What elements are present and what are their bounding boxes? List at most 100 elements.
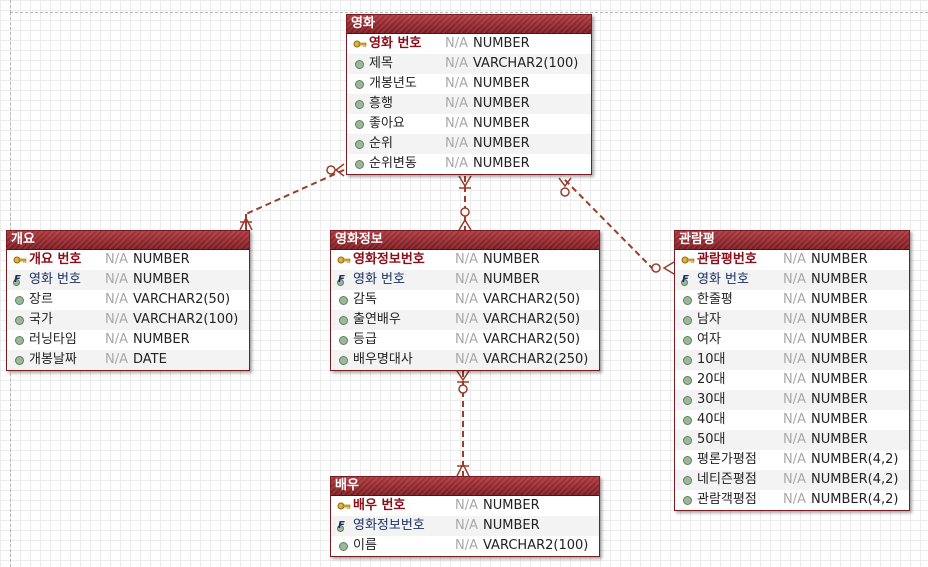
column-dot-icon (353, 54, 367, 74)
column-dot-icon (681, 410, 695, 430)
column-nullability: N/A (445, 156, 468, 171)
column-datatype: NUMBER (811, 332, 868, 347)
column-nullability: N/A (455, 518, 478, 533)
column-dot-icon (681, 430, 695, 450)
column-nullability: N/A (105, 312, 128, 327)
column-nullability: N/A (455, 498, 478, 513)
column-dot-icon (353, 134, 367, 154)
column-dot-icon (681, 350, 695, 370)
column-name: 순위변동 (369, 156, 417, 171)
key-icon (353, 34, 367, 54)
column-nullability: N/A (783, 252, 806, 267)
column-dot-icon (13, 330, 27, 350)
column-name: 50대 (697, 432, 726, 447)
column-dot-icon (337, 310, 351, 330)
column-nullability: N/A (783, 492, 806, 507)
relationship-movie-movieinfo[interactable] (458, 175, 472, 231)
relationship-movie-review[interactable] (558, 177, 675, 275)
foreign-key-icon: F (337, 520, 345, 532)
column-datatype: VARCHAR2(250) (483, 352, 589, 367)
relationship-movieinfo-actor[interactable] (456, 370, 470, 477)
column-datatype: VARCHAR2(50) (483, 312, 581, 327)
column-nullability: N/A (105, 292, 128, 307)
column-name: 관람평번호 (697, 252, 757, 267)
column-name: 좋아요 (369, 116, 405, 131)
column-dot-icon (353, 154, 367, 174)
column-datatype: NUMBER (473, 136, 530, 151)
foreign-key-icon: F (681, 274, 689, 286)
column-datatype: NUMBER(4,2) (811, 452, 899, 467)
column-name: 제목 (369, 56, 393, 71)
foreign-key-icon: F (13, 274, 21, 286)
column-name: 영화정보번호 (353, 518, 425, 533)
column-name: 배우 번호 (353, 498, 406, 513)
column-datatype: DATE (133, 352, 167, 367)
column-nullability: N/A (445, 76, 468, 91)
column-name: 출연배우 (353, 312, 401, 327)
column-nullability: N/A (445, 136, 468, 151)
column-dot-icon (681, 450, 695, 470)
column-name: 영화 번호 (697, 272, 749, 287)
column-nullability: N/A (783, 432, 806, 447)
column-datatype: NUMBER (473, 36, 530, 51)
column-nullability: N/A (783, 372, 806, 387)
column-nullability: N/A (105, 272, 128, 287)
column-nullability: N/A (783, 412, 806, 427)
column-datatype: VARCHAR2(50) (483, 292, 581, 307)
column-name: 영화 번호 (29, 272, 81, 287)
column-name: 영화 번호 (369, 36, 422, 51)
column-nullability: N/A (105, 332, 128, 347)
column-datatype: NUMBER(4,2) (811, 492, 899, 507)
column-nullability: N/A (455, 332, 478, 347)
column-name: 이름 (353, 538, 377, 553)
relationship-movie-overview[interactable] (239, 163, 345, 231)
column-datatype: NUMBER (811, 272, 868, 287)
column-name: 영화 번호 (353, 272, 405, 287)
column-datatype: NUMBER (483, 272, 540, 287)
column-dot-icon (681, 390, 695, 410)
entity-title: 개요 (7, 231, 249, 250)
column-nullability: N/A (445, 56, 468, 71)
column-name: 러닝타임 (29, 332, 77, 347)
